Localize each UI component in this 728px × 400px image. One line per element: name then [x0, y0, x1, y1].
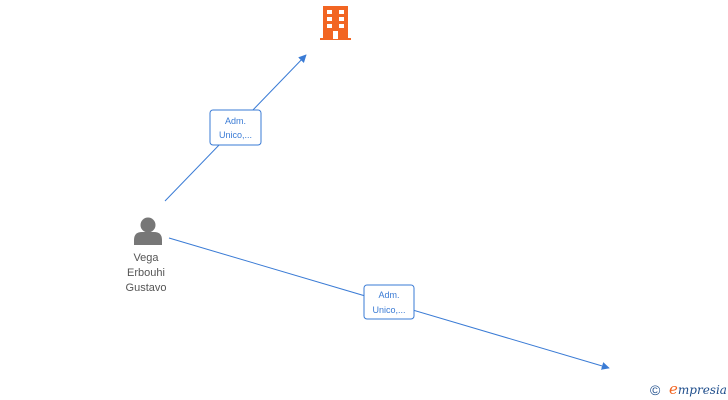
edge-label[interactable]: Adm. Unico,... — [209, 109, 262, 146]
edge-label-box — [209, 109, 262, 146]
person-node[interactable]: Vega Erbouhi Gustavo — [126, 217, 167, 295]
brand-logo[interactable]: © empresia — [650, 380, 727, 398]
brand-wordmark: empresia — [669, 380, 727, 398]
copyright-symbol: © — [650, 382, 661, 398]
person-name-line-1: Vega — [133, 252, 159, 264]
edge-label-line-2: Unico,... — [372, 305, 405, 315]
building-icon — [320, 6, 351, 40]
company-node[interactable] — [320, 6, 351, 40]
edge-label-line-2: Unico,... — [219, 130, 252, 140]
edge-person-to-unlabeled-node[interactable]: Adm. Unico,... — [168, 237, 610, 370]
edge-label-line-1: Adm. — [225, 116, 246, 126]
person-icon — [134, 217, 162, 245]
person-name-line-3: Gustavo — [126, 282, 167, 294]
brand-initial: e — [669, 380, 678, 398]
brand-rest: mpresia — [678, 383, 727, 397]
person-name-line-2: Erbouhi — [127, 267, 165, 279]
edge-label-line-1: Adm. — [378, 290, 399, 300]
edge-label[interactable]: Adm. Unico,... — [363, 284, 415, 320]
edge-label-box — [363, 284, 415, 320]
edge-person-to-company[interactable]: Adm. Unico,... — [164, 54, 307, 202]
